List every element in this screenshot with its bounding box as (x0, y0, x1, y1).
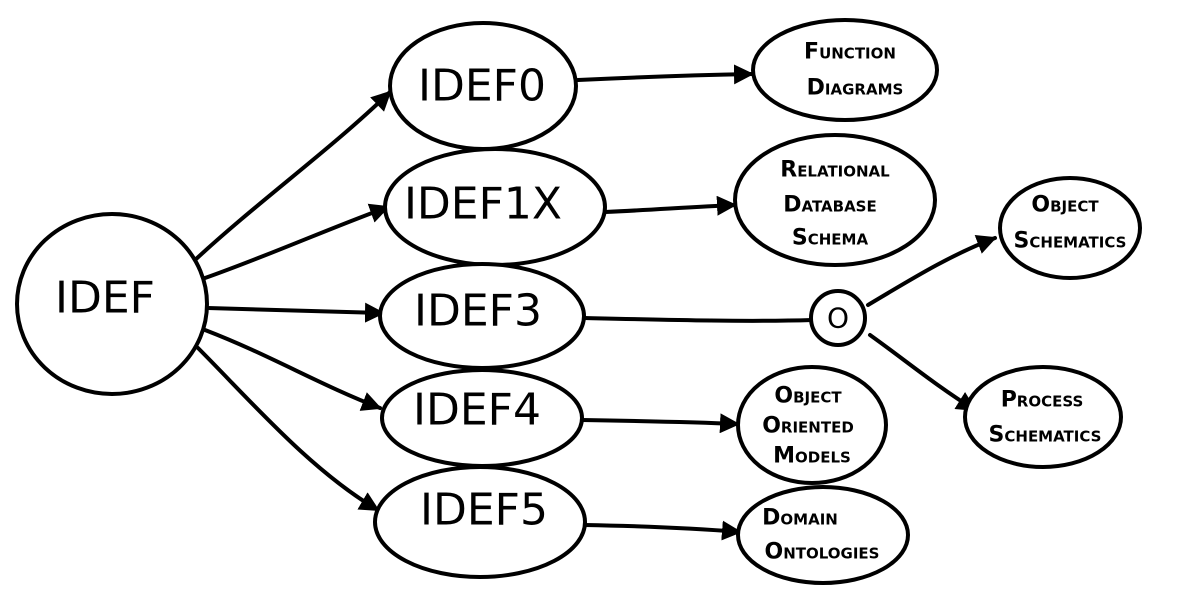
edge-idef-to-idef3 (206, 302, 385, 323)
edge-idef1x-to-relational-database-schema (603, 195, 737, 216)
edge-junction-to-object-schematics (866, 235, 997, 307)
edge-idef-to-idef5 (196, 346, 380, 512)
node-idef0: IDEF0 (388, 21, 578, 151)
target-line: Models (773, 444, 851, 469)
output-ellipse (998, 176, 1142, 280)
node-function-diagrams: Function Diagrams (751, 18, 939, 122)
node-domain-ontologies: Domain Ontologies (736, 485, 910, 585)
output-line: Schematics (1014, 229, 1127, 254)
target-line: Domain (762, 506, 838, 531)
junction-label: O (827, 302, 849, 335)
target-line: Ontologies (765, 540, 880, 565)
edge-idef0-to-function-diagrams (576, 64, 754, 85)
edge-idef-to-idef4 (203, 328, 382, 411)
node-relational-database-schema: Relational Database Schema (733, 133, 937, 267)
target-line: Object (774, 384, 842, 409)
edges (193, 64, 997, 541)
node-idef5: IDEF5 (373, 465, 587, 579)
target-ellipse (751, 18, 939, 122)
node-object-schematics: Object Schematics (998, 176, 1142, 280)
method-label: IDEF1X (404, 179, 562, 230)
root-circle (15, 212, 209, 396)
node-root: IDEF (15, 212, 209, 396)
node-process-schematics: Process Schematics (963, 365, 1123, 469)
edge-idef-to-idef1x (203, 203, 390, 280)
method-label: IDEF0 (418, 61, 546, 112)
target-line: Oriented (762, 414, 854, 439)
target-line: Relational (780, 158, 890, 183)
target-line: Database (783, 193, 876, 218)
edge-idef5-to-domain-ontologies (583, 520, 742, 541)
target-line: Function (804, 40, 896, 65)
target-ellipse (733, 133, 937, 267)
target-ellipse (736, 485, 910, 585)
edge-idef-to-idef0 (193, 90, 392, 262)
root-label: IDEF (55, 273, 155, 324)
edge-junction-to-process-schematics (868, 333, 977, 412)
output-line: Process (1001, 388, 1084, 413)
node-object-oriented-models: Object Oriented Models (736, 365, 888, 485)
edge-idef4-to-object-oriented-models (580, 413, 740, 434)
method-label: IDEF4 (413, 385, 541, 436)
method-label: IDEF5 (420, 485, 548, 536)
node-junction: O (809, 289, 867, 347)
target-line: Schema (792, 226, 869, 251)
node-idef4: IDEF4 (380, 368, 584, 468)
junction-circle (809, 289, 867, 347)
output-line: Schematics (989, 423, 1102, 448)
method-ellipse (373, 465, 587, 579)
node-idef1x: IDEF1X (383, 147, 607, 267)
method-label: IDEF3 (414, 286, 542, 337)
edge-idef3-to-junction (583, 316, 814, 323)
output-line: Object (1031, 193, 1099, 218)
target-ellipse (736, 365, 888, 485)
output-ellipse (963, 365, 1123, 469)
target-line: Diagrams (807, 76, 904, 101)
node-idef3: IDEF3 (378, 262, 586, 370)
